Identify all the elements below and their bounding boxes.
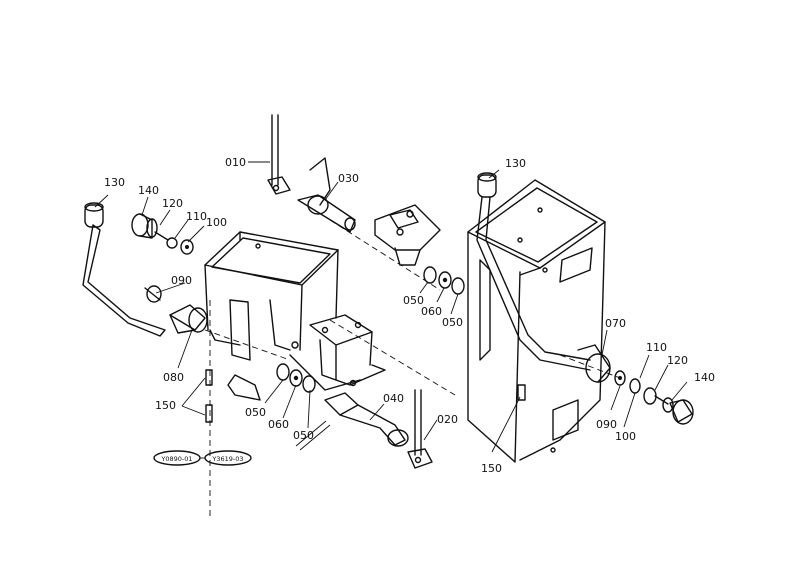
callout-010: 010 (225, 156, 246, 169)
lever-bracket (289, 314, 386, 391)
callout-120-left: 120 (162, 197, 183, 210)
upper-washers (423, 266, 465, 295)
serial-tags: Y0890-01 Y3619-03 (153, 450, 252, 466)
callout-140-right: 140 (694, 371, 715, 384)
callout-050-lower-b: 050 (293, 429, 314, 442)
callout-130-left: 130 (104, 176, 125, 189)
callout-060-lower: 060 (268, 418, 289, 431)
callout-110-right: 110 (646, 341, 667, 354)
leader-lines (94, 161, 688, 453)
alignment-lines (204, 219, 621, 520)
callout-040: 040 (383, 392, 404, 405)
callout-050-upper-b: 050 (442, 316, 463, 329)
callout-090-left: 090 (171, 274, 192, 287)
serial-tag-2: Y3619-03 (211, 455, 243, 463)
right-knob-parts (614, 370, 694, 425)
serial-tag-1: Y0890-01 (160, 455, 192, 463)
callout-050-upper-a: 050 (403, 294, 424, 307)
callout-070: 070 (605, 317, 626, 330)
left-knob-parts (131, 213, 194, 255)
callout-140-left: 140 (138, 184, 159, 197)
lower-shaft-assembly (295, 389, 433, 469)
callout-090-right: 090 (596, 418, 617, 431)
lower-washers (276, 363, 316, 393)
callout-120-right: 120 (667, 354, 688, 367)
right-lever-assembly (476, 172, 611, 383)
callout-labels: 010 030 130 140 120 110 100 090 080 150 … (104, 156, 715, 475)
callout-060-upper: 060 (421, 305, 442, 318)
callout-110-left: 110 (186, 210, 207, 223)
callout-030: 030 (338, 172, 359, 185)
callout-130-right: 130 (505, 157, 526, 170)
shift-shaft-assembly (267, 114, 441, 266)
callout-150-right: 150 (481, 462, 502, 475)
left-lever-assembly (82, 202, 208, 337)
callout-100-left: 100 (206, 216, 227, 229)
right-frame-housing (467, 179, 606, 463)
callout-020: 020 (437, 413, 458, 426)
callout-100-right: 100 (615, 430, 636, 443)
callout-080: 080 (163, 371, 184, 384)
left-frame-housing (204, 231, 339, 401)
callout-050-lower-a: 050 (245, 406, 266, 419)
callout-150-left: 150 (155, 399, 176, 412)
